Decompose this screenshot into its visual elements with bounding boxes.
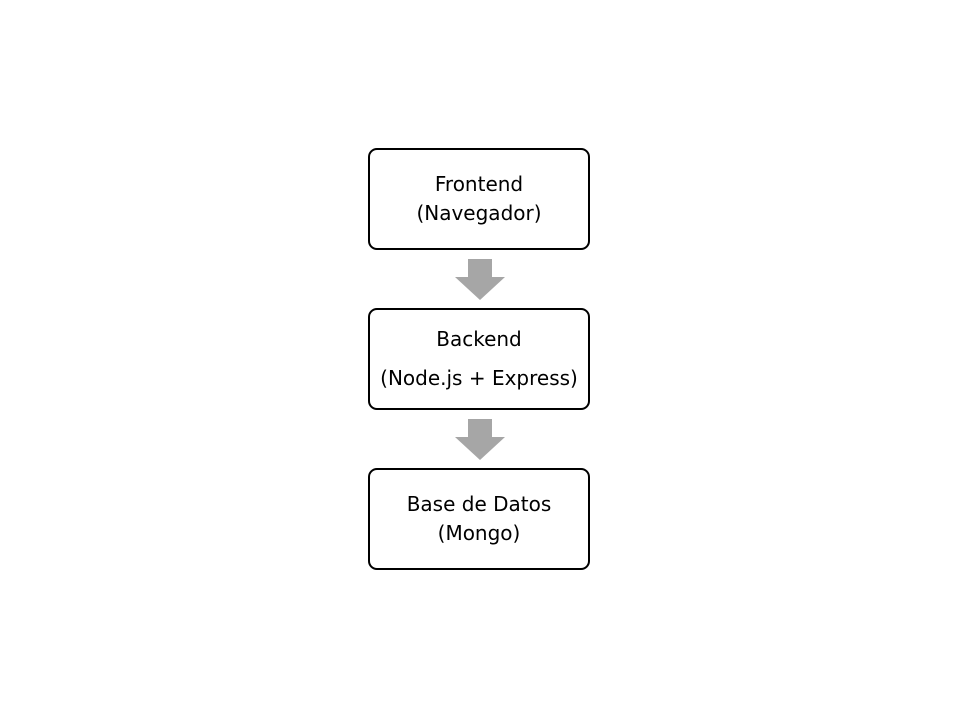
backend-subtitle: (Node.js + Express)	[380, 366, 578, 390]
database-title: Base de Datos	[406, 492, 552, 516]
down-arrow-icon	[455, 259, 505, 300]
down-arrow-icon	[455, 419, 505, 460]
frontend-subtitle: (Navegador)	[416, 201, 542, 225]
frontend-title: Frontend	[434, 172, 524, 196]
database-subtitle: (Mongo)	[437, 521, 521, 545]
frontend-box: Frontend (Navegador)	[368, 148, 590, 250]
database-box: Base de Datos (Mongo)	[368, 468, 590, 570]
backend-title: Backend	[436, 327, 522, 351]
backend-box: Backend (Node.js + Express)	[368, 308, 590, 410]
